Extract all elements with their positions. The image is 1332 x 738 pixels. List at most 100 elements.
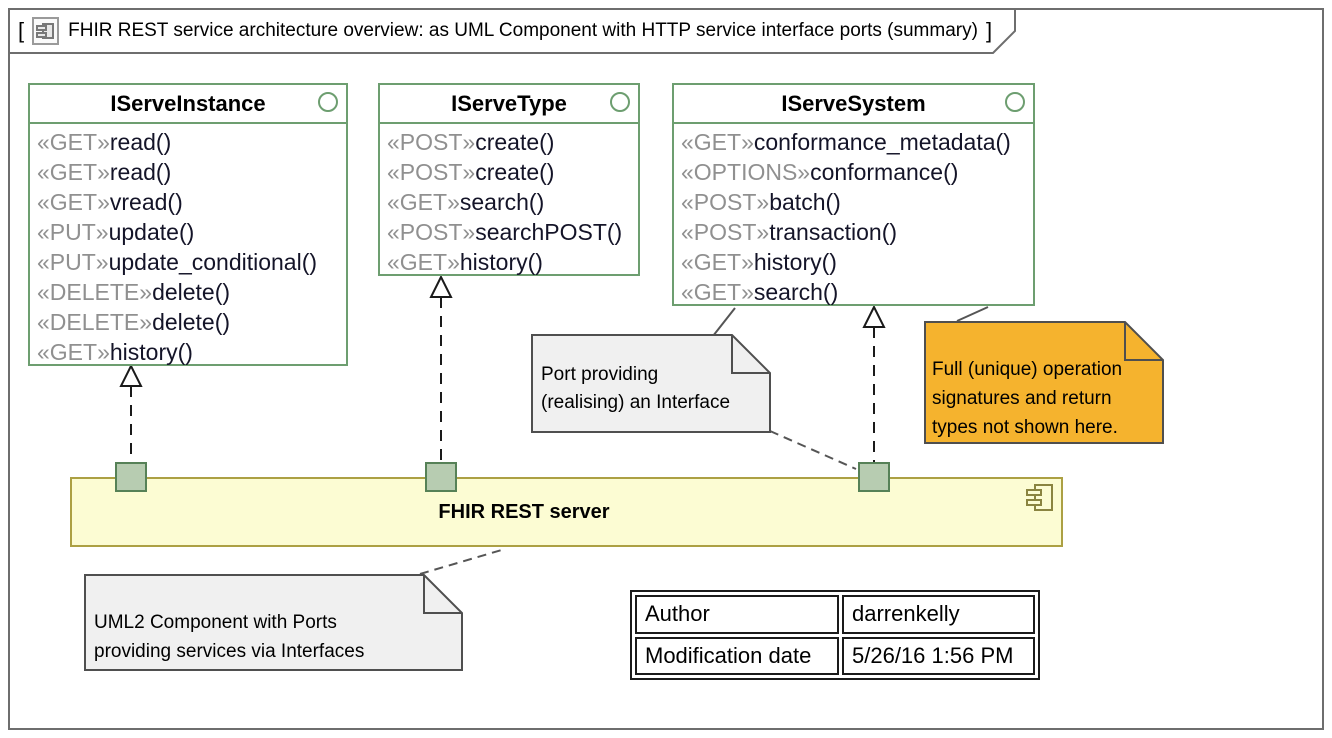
note-anchor-signatures-note [956, 306, 989, 322]
method-stereotype: «GET» [37, 189, 110, 215]
interface-name: IServeSystem [781, 90, 926, 116]
method-stereotype: «PUT» [37, 249, 109, 275]
interface-box-iservetype[interactable]: IServeType «POST»create() «POST»create()… [378, 83, 640, 276]
method-name: read() [109, 159, 172, 185]
method-name: delete() [152, 279, 231, 305]
method-stereotype: «GET» [37, 129, 110, 155]
method-stereotype: «GET» [387, 249, 460, 275]
method-row[interactable]: «OPTIONS»conformance() [681, 157, 1033, 187]
port-iserveinstance[interactable] [115, 462, 147, 492]
method-name: batch() [769, 189, 841, 215]
note-anchor-component-note [419, 548, 506, 575]
method-stereotype: «GET» [681, 129, 754, 155]
note-fold-component-note [423, 575, 462, 614]
method-stereotype: «POST» [387, 219, 476, 245]
note-port-note-text: Port providing (realising) an Interface [541, 364, 731, 413]
method-name: create() [475, 159, 555, 185]
method-row[interactable]: «POST»create() [387, 127, 638, 157]
method-row[interactable]: «POST»create() [387, 157, 638, 187]
table-cell-author-label: Author [635, 595, 839, 634]
method-stereotype: «DELETE» [37, 309, 153, 335]
interface-name: IServeType [451, 90, 567, 116]
note-anchor-port-note-to-iservesystem [712, 307, 736, 337]
method-stereotype: «POST» [681, 189, 770, 215]
method-row[interactable]: «GET»vread() [37, 187, 346, 217]
title-close-bracket: ] [985, 18, 993, 43]
method-stereotype: «GET» [37, 339, 110, 365]
interface-header: IServeInstance [30, 85, 346, 124]
diagram-title-bar: [ FHIR REST service architecture overvie… [18, 11, 992, 51]
note-shape-port-note[interactable] [531, 334, 771, 433]
method-stereotype: «OPTIONS» [681, 159, 811, 185]
component-icon [1026, 484, 1053, 511]
table-cell-moddate-value: 5/26/16 1:56 PM [842, 636, 1035, 675]
interface-ball-icon [318, 92, 338, 112]
method-stereotype: «POST» [681, 219, 770, 245]
method-row[interactable]: «GET»conformance_metadata() [681, 127, 1033, 157]
method-name: history() [109, 339, 193, 365]
component-diagram-icon [32, 17, 60, 45]
method-row[interactable]: «GET»read() [37, 157, 346, 187]
method-stereotype: «GET» [681, 249, 754, 275]
method-row[interactable]: «GET»read() [37, 127, 346, 157]
interface-ball-icon [1005, 92, 1025, 112]
method-stereotype: «GET» [681, 279, 754, 305]
method-stereotype: «GET» [37, 159, 110, 185]
interface-name: IServeInstance [110, 90, 266, 116]
note-shape-signatures-note[interactable] [924, 321, 1164, 444]
method-row[interactable]: «GET»history() [681, 247, 1033, 277]
method-stereotype: «PUT» [37, 219, 109, 245]
method-row[interactable]: «GET»search() [387, 187, 638, 217]
note-signatures-note-text: Full (unique) operation signatures and r… [932, 359, 1123, 438]
method-row[interactable]: «PUT»update() [37, 217, 346, 247]
component-fhir-rest-server[interactable]: FHIR REST server [70, 477, 1063, 547]
method-name: delete() [152, 309, 231, 335]
method-name: update() [108, 219, 195, 245]
note-fold-port-note [731, 335, 770, 374]
method-row[interactable]: «POST»transaction() [681, 217, 1033, 247]
method-list: «POST»create() «POST»create() «GET»searc… [380, 124, 638, 277]
method-list: «GET»conformance_metadata() «OPTIONS»con… [674, 124, 1033, 307]
realization-arrowhead-iserveinstance [119, 363, 143, 387]
port-iservesystem[interactable] [858, 462, 890, 492]
port-iservetype[interactable] [425, 462, 457, 492]
component-name: FHIR REST server [438, 500, 610, 523]
interface-ball-icon [610, 92, 630, 112]
method-name: conformance() [810, 159, 959, 185]
table-cell-moddate-label: Modification date [635, 636, 839, 675]
method-stereotype: «POST» [387, 159, 476, 185]
note-component-note-text: UML2 Component with Ports providing serv… [94, 612, 365, 662]
table-cell-author-value: darrenkelly [842, 595, 1035, 634]
method-name: history() [459, 249, 543, 275]
method-row[interactable]: «POST»batch() [681, 187, 1033, 217]
method-name: create() [475, 129, 555, 155]
title-open-bracket: [ [18, 18, 25, 43]
diagram-title-tab[interactable] [8, 8, 1016, 54]
method-name: transaction() [769, 219, 898, 245]
method-name: search() [753, 279, 839, 305]
method-name: history() [753, 249, 837, 275]
method-stereotype: «DELETE» [37, 279, 153, 305]
method-name: update_conditional() [108, 249, 318, 275]
method-row[interactable]: «GET»history() [37, 337, 346, 367]
interface-box-iserveinstance[interactable]: IServeInstance «GET»read() «GET»read() «… [28, 83, 348, 366]
method-row[interactable]: «GET»search() [681, 277, 1033, 307]
method-name: conformance_metadata() [753, 129, 1011, 155]
method-row[interactable]: «GET»history() [387, 247, 638, 277]
method-row[interactable]: «DELETE»delete() [37, 277, 346, 307]
note-shape-component-note[interactable] [84, 574, 463, 671]
method-row[interactable]: «DELETE»delete() [37, 307, 346, 337]
interface-box-iservesystem[interactable]: IServeSystem «GET»conformance_metadata()… [672, 83, 1035, 306]
properties-table[interactable]: Author darrenkelly Modification date 5/2… [630, 590, 1040, 680]
method-name: searchPOST() [475, 219, 623, 245]
method-name: vread() [109, 189, 183, 215]
method-stereotype: «GET» [387, 189, 460, 215]
method-list: «GET»read() «GET»read() «GET»vread() «PU… [30, 124, 346, 367]
method-name: search() [459, 189, 545, 215]
note-fold-signatures-note [1124, 322, 1163, 361]
diagram-title: FHIR REST service architecture overview:… [68, 20, 978, 41]
method-row[interactable]: «PUT»update_conditional() [37, 247, 346, 277]
method-row[interactable]: «POST»searchPOST() [387, 217, 638, 247]
